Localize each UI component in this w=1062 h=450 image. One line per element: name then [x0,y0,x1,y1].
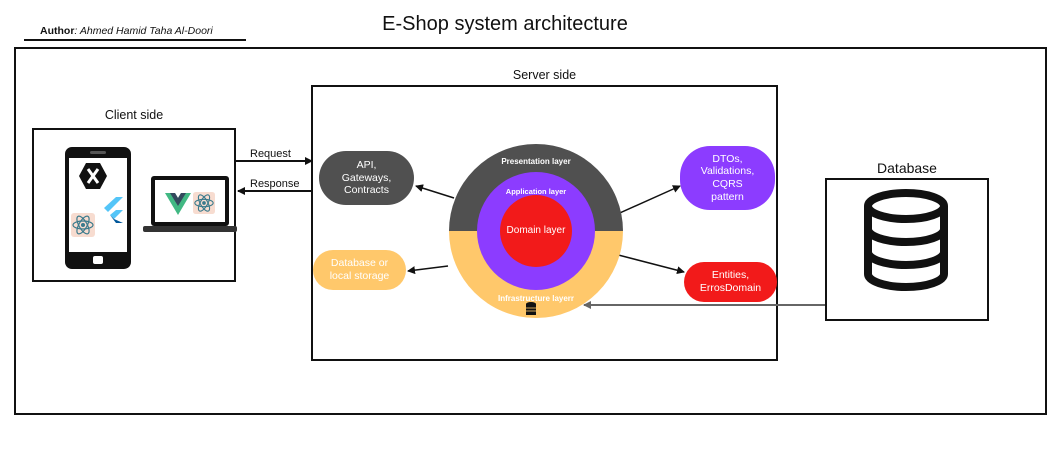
domain-layer-label: Domain layer [506,225,566,236]
server-side-label: Server side [512,68,577,82]
api-gateways-text: API, Gateways, Contracts [341,159,392,197]
server-box [311,85,778,361]
database-label: Database [877,160,937,176]
react-icon [193,192,215,214]
author-underline [24,39,246,41]
client-side-label: Client side [104,108,164,122]
database-box [825,178,989,321]
presentation-layer-label: Presentation layer [501,157,571,166]
dtos-pill: DTOs, Validations, CQRS pattern [680,146,775,210]
dtos-text: DTOs, Validations, CQRS pattern [700,152,755,203]
database-icon [526,302,536,315]
author-credit: Author: Ahmed Hamid Taha Al-Doori [40,25,213,37]
application-layer-label: Application layer [505,187,567,196]
author-name: : Ahmed Hamid Taha Al-Doori [74,25,213,37]
request-label: Request [250,148,291,160]
presentation-to-api-arrow [415,184,455,199]
diagram-title: E-Shop system architecture [382,13,628,35]
domain-layer [500,195,572,267]
flutter-icon [104,197,123,223]
react-icon [71,213,95,237]
local-storage-text: Database or local storage [329,257,390,282]
vue-icon [165,193,191,215]
local-storage-pill: Database or local storage [313,250,406,290]
api-gateways-pill: API, Gateways, Contracts [319,151,414,205]
outer-frame [14,47,1047,415]
response-label: Response [250,178,300,190]
author-prefix: Author [40,25,75,37]
infrastructure-to-storage-arrow [407,265,449,275]
xamarin-icon [79,163,107,189]
entities-pill: Entities, ErrosDomain [684,262,777,302]
entities-text: Entities, ErrosDomain [699,269,762,294]
database-icon [864,189,948,291]
infrastructure-layer-label: Infrastructure layerr [497,294,575,303]
client-box [32,128,236,282]
